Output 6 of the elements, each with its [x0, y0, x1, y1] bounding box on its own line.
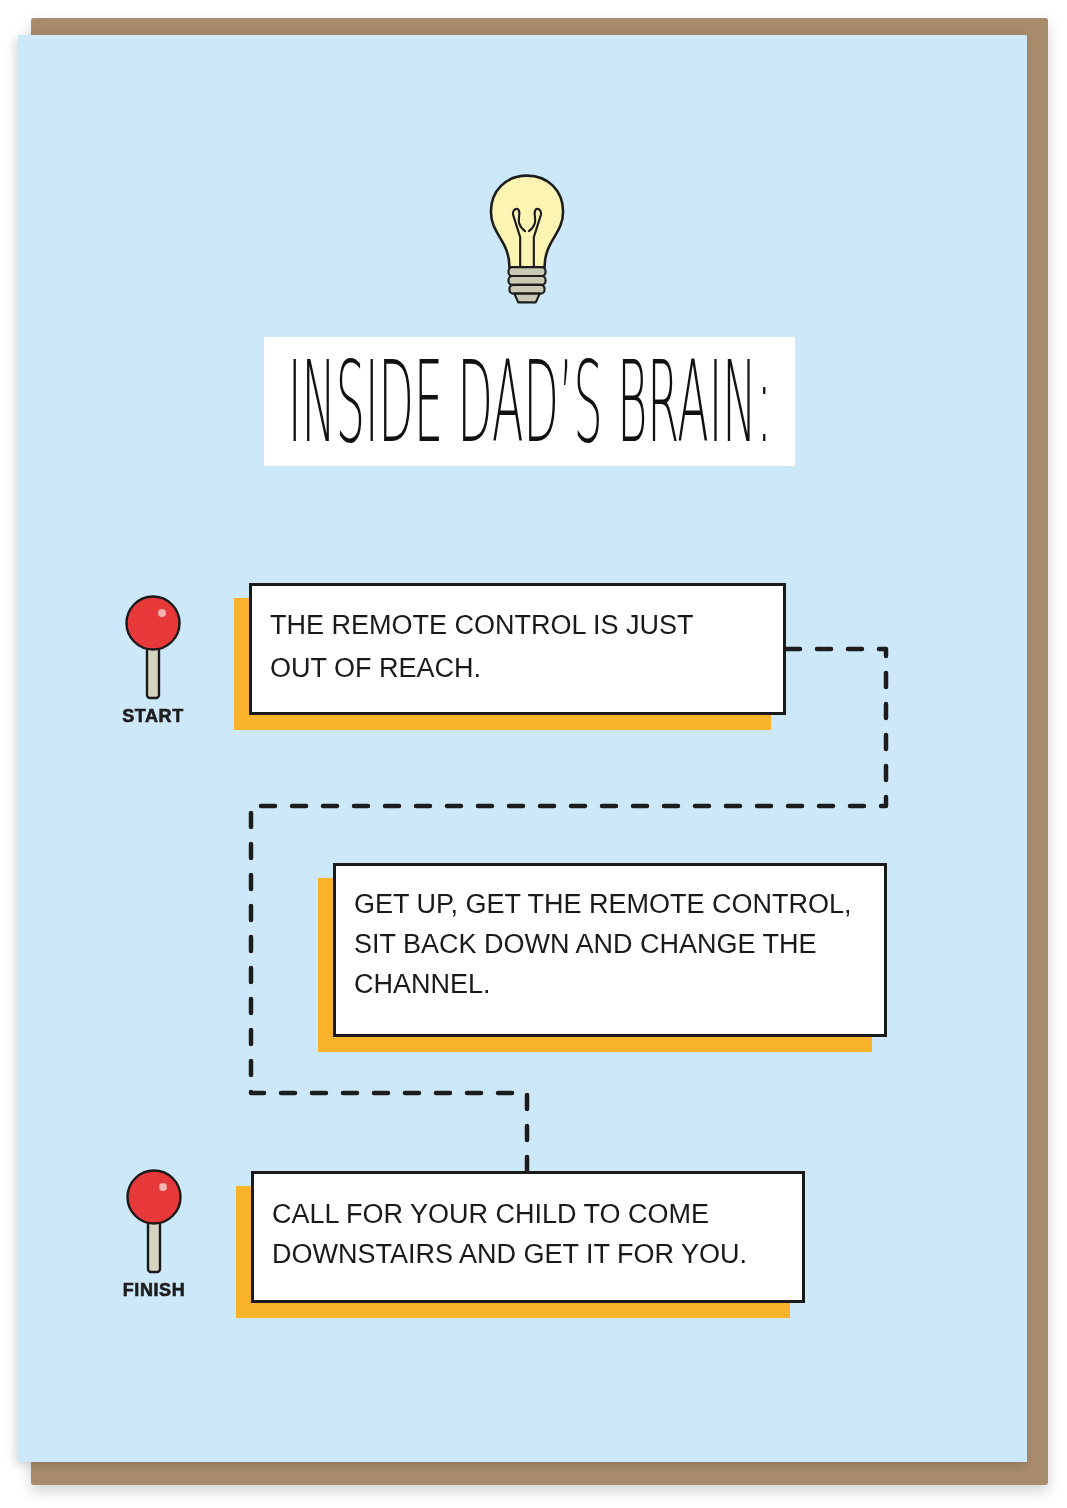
title: INSIDE DAD’S BRAIN: [287, 345, 772, 458]
pin-label: FINISH [122, 1280, 186, 1300]
step-text: CALL FOR YOUR CHILD TO COME DOWNSTAIRS AND GET IT FOR YOU. [272, 1198, 749, 1271]
step-text: THE REMOTE CONTROL IS JUST OUT OF REACH. [270, 609, 695, 685]
step-text: GET UP, GET THE REMOTE CONTROL, SIT BACK DOWN AND CHANGE THE CHANNEL. [354, 888, 853, 1001]
pin-label: START [122, 706, 184, 726]
